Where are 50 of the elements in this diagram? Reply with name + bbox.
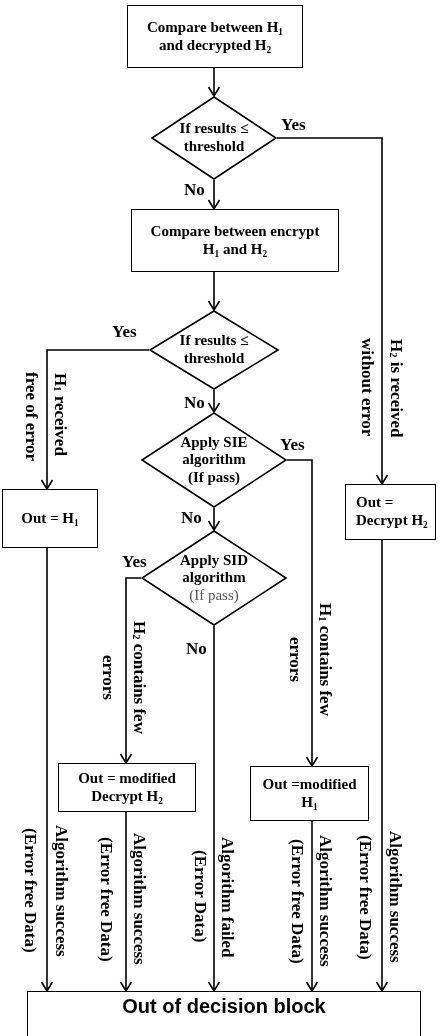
rotated-label: errors bbox=[285, 636, 305, 682]
rotated-label: (Error free Data) bbox=[355, 834, 375, 960]
output-box bbox=[250, 766, 369, 821]
process-box bbox=[127, 5, 303, 68]
decision-text: If results ≤ threshold bbox=[178, 332, 250, 368]
end-block bbox=[27, 991, 421, 1036]
rotated-label: Algorithm failed bbox=[217, 837, 237, 958]
rotated-label: errors bbox=[98, 654, 118, 700]
rotated-label: Algorithm success bbox=[315, 835, 335, 967]
arrow bbox=[207, 67, 221, 97]
rotated-label: free of error bbox=[21, 371, 41, 461]
arrow bbox=[40, 349, 150, 490]
decision-text: Apply SID algorithm bbox=[179, 551, 249, 587]
arrow bbox=[207, 507, 221, 531]
process-text: Compare between H$_{1}$ and decrypted H$_{2}$ bbox=[146, 18, 284, 55]
output-box bbox=[58, 763, 196, 812]
rotated-label: Algorithm success bbox=[51, 825, 71, 957]
arrow bbox=[40, 547, 54, 992]
decision-text: (If pass) bbox=[188, 586, 240, 605]
output-text: Out = modified Decrypt H$_{2}$ bbox=[77, 769, 177, 806]
rotated-label: without error bbox=[357, 338, 377, 437]
process-text: Compare between encrypt H$_{1}$ and H$_{2}$ bbox=[149, 222, 321, 259]
arrow bbox=[305, 820, 319, 992]
arrow bbox=[207, 179, 221, 210]
arrow bbox=[286, 459, 319, 767]
output-text: Out =modified H$_{1}$ bbox=[261, 775, 358, 812]
arrow bbox=[119, 811, 133, 992]
rotated-label: (Error free Data) bbox=[287, 838, 307, 964]
decision-diamond bbox=[149, 310, 279, 390]
arrow bbox=[276, 137, 389, 485]
rotated-label: Algorithm success bbox=[129, 833, 149, 965]
decision-text: (If pass) bbox=[186, 468, 242, 487]
process-box bbox=[131, 209, 339, 272]
arrow bbox=[207, 271, 221, 311]
block-title: Out of decision block bbox=[122, 995, 326, 1019]
rotated-label: (Error free Data) bbox=[96, 836, 116, 962]
output-box bbox=[345, 484, 436, 540]
output-box bbox=[2, 489, 98, 548]
arrow bbox=[375, 539, 389, 992]
rotated-label: (Error Data) bbox=[190, 850, 210, 943]
output-text: Out = Decrypt H$_{2}$ bbox=[356, 494, 429, 530]
rotated-label: (Error free Data) bbox=[20, 827, 40, 953]
rotated-label: Algorithm success bbox=[385, 831, 405, 963]
arrow bbox=[207, 625, 221, 992]
decision-text: If results ≤ threshold bbox=[178, 120, 250, 156]
arrow bbox=[207, 389, 221, 413]
output-text: Out = H$_{1}$ bbox=[21, 509, 79, 528]
arrow bbox=[119, 577, 142, 764]
decision-text: Apply SIE algorithm bbox=[179, 433, 249, 469]
decision-diamond bbox=[151, 96, 277, 180]
